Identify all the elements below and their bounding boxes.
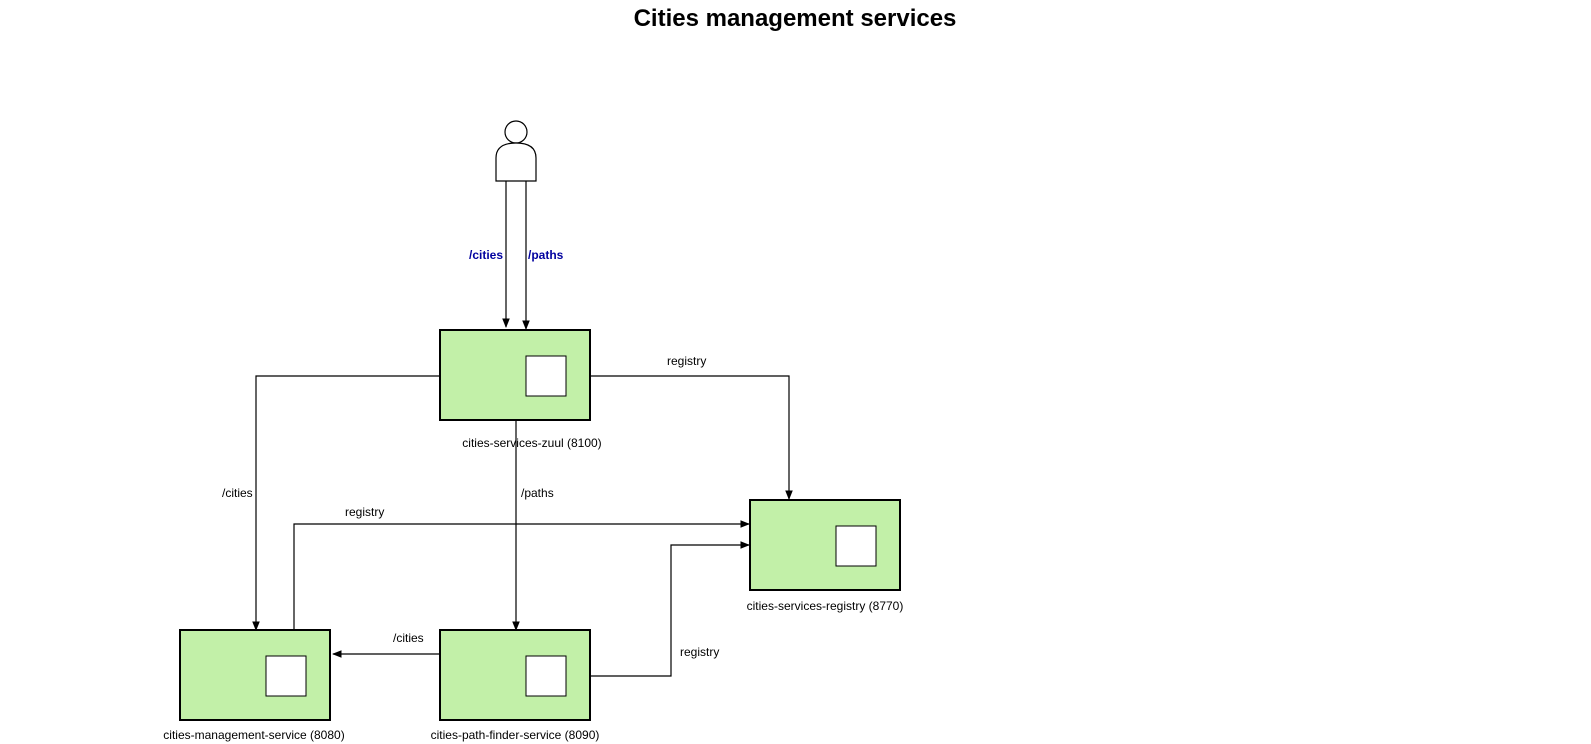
node-path-finder[interactable] xyxy=(439,629,591,721)
component-icon xyxy=(525,355,567,397)
node-label-path-finder: cities-path-finder-service (8090) xyxy=(431,728,600,742)
node-zuul[interactable] xyxy=(439,329,591,421)
edge-management-registry xyxy=(293,520,750,630)
node-label-registry: cities-services-registry (8770) xyxy=(747,599,904,613)
edge-label-zuul-registry: registry xyxy=(667,354,706,368)
node-label-management: cities-management-service (8080) xyxy=(163,728,344,742)
edge-label-pathfinder-registry: registry xyxy=(680,645,719,659)
edge-label-zuul-paths: /paths xyxy=(521,486,554,500)
user-icon xyxy=(495,120,537,182)
edge-pathfinder-registry xyxy=(590,541,750,677)
component-icon xyxy=(525,655,567,697)
component-icon xyxy=(835,525,877,567)
edge-label-zuul-cities: /cities xyxy=(222,486,253,500)
node-registry[interactable] xyxy=(749,499,901,591)
diagram-title: Cities management services xyxy=(634,5,957,32)
component-icon xyxy=(265,655,307,697)
edge-zuul-cities xyxy=(252,375,440,631)
edge-label-user-paths: /paths xyxy=(528,248,564,262)
edge-label-management-registry: registry xyxy=(345,505,384,519)
edge-label-user-cities: /cities xyxy=(469,248,503,262)
edge-zuul-registry xyxy=(590,375,793,500)
node-label-zuul: cities-services-zuul (8100) xyxy=(462,436,601,450)
edge-label-pathfinder-cities: /cities xyxy=(393,631,424,645)
node-management[interactable] xyxy=(179,629,331,721)
